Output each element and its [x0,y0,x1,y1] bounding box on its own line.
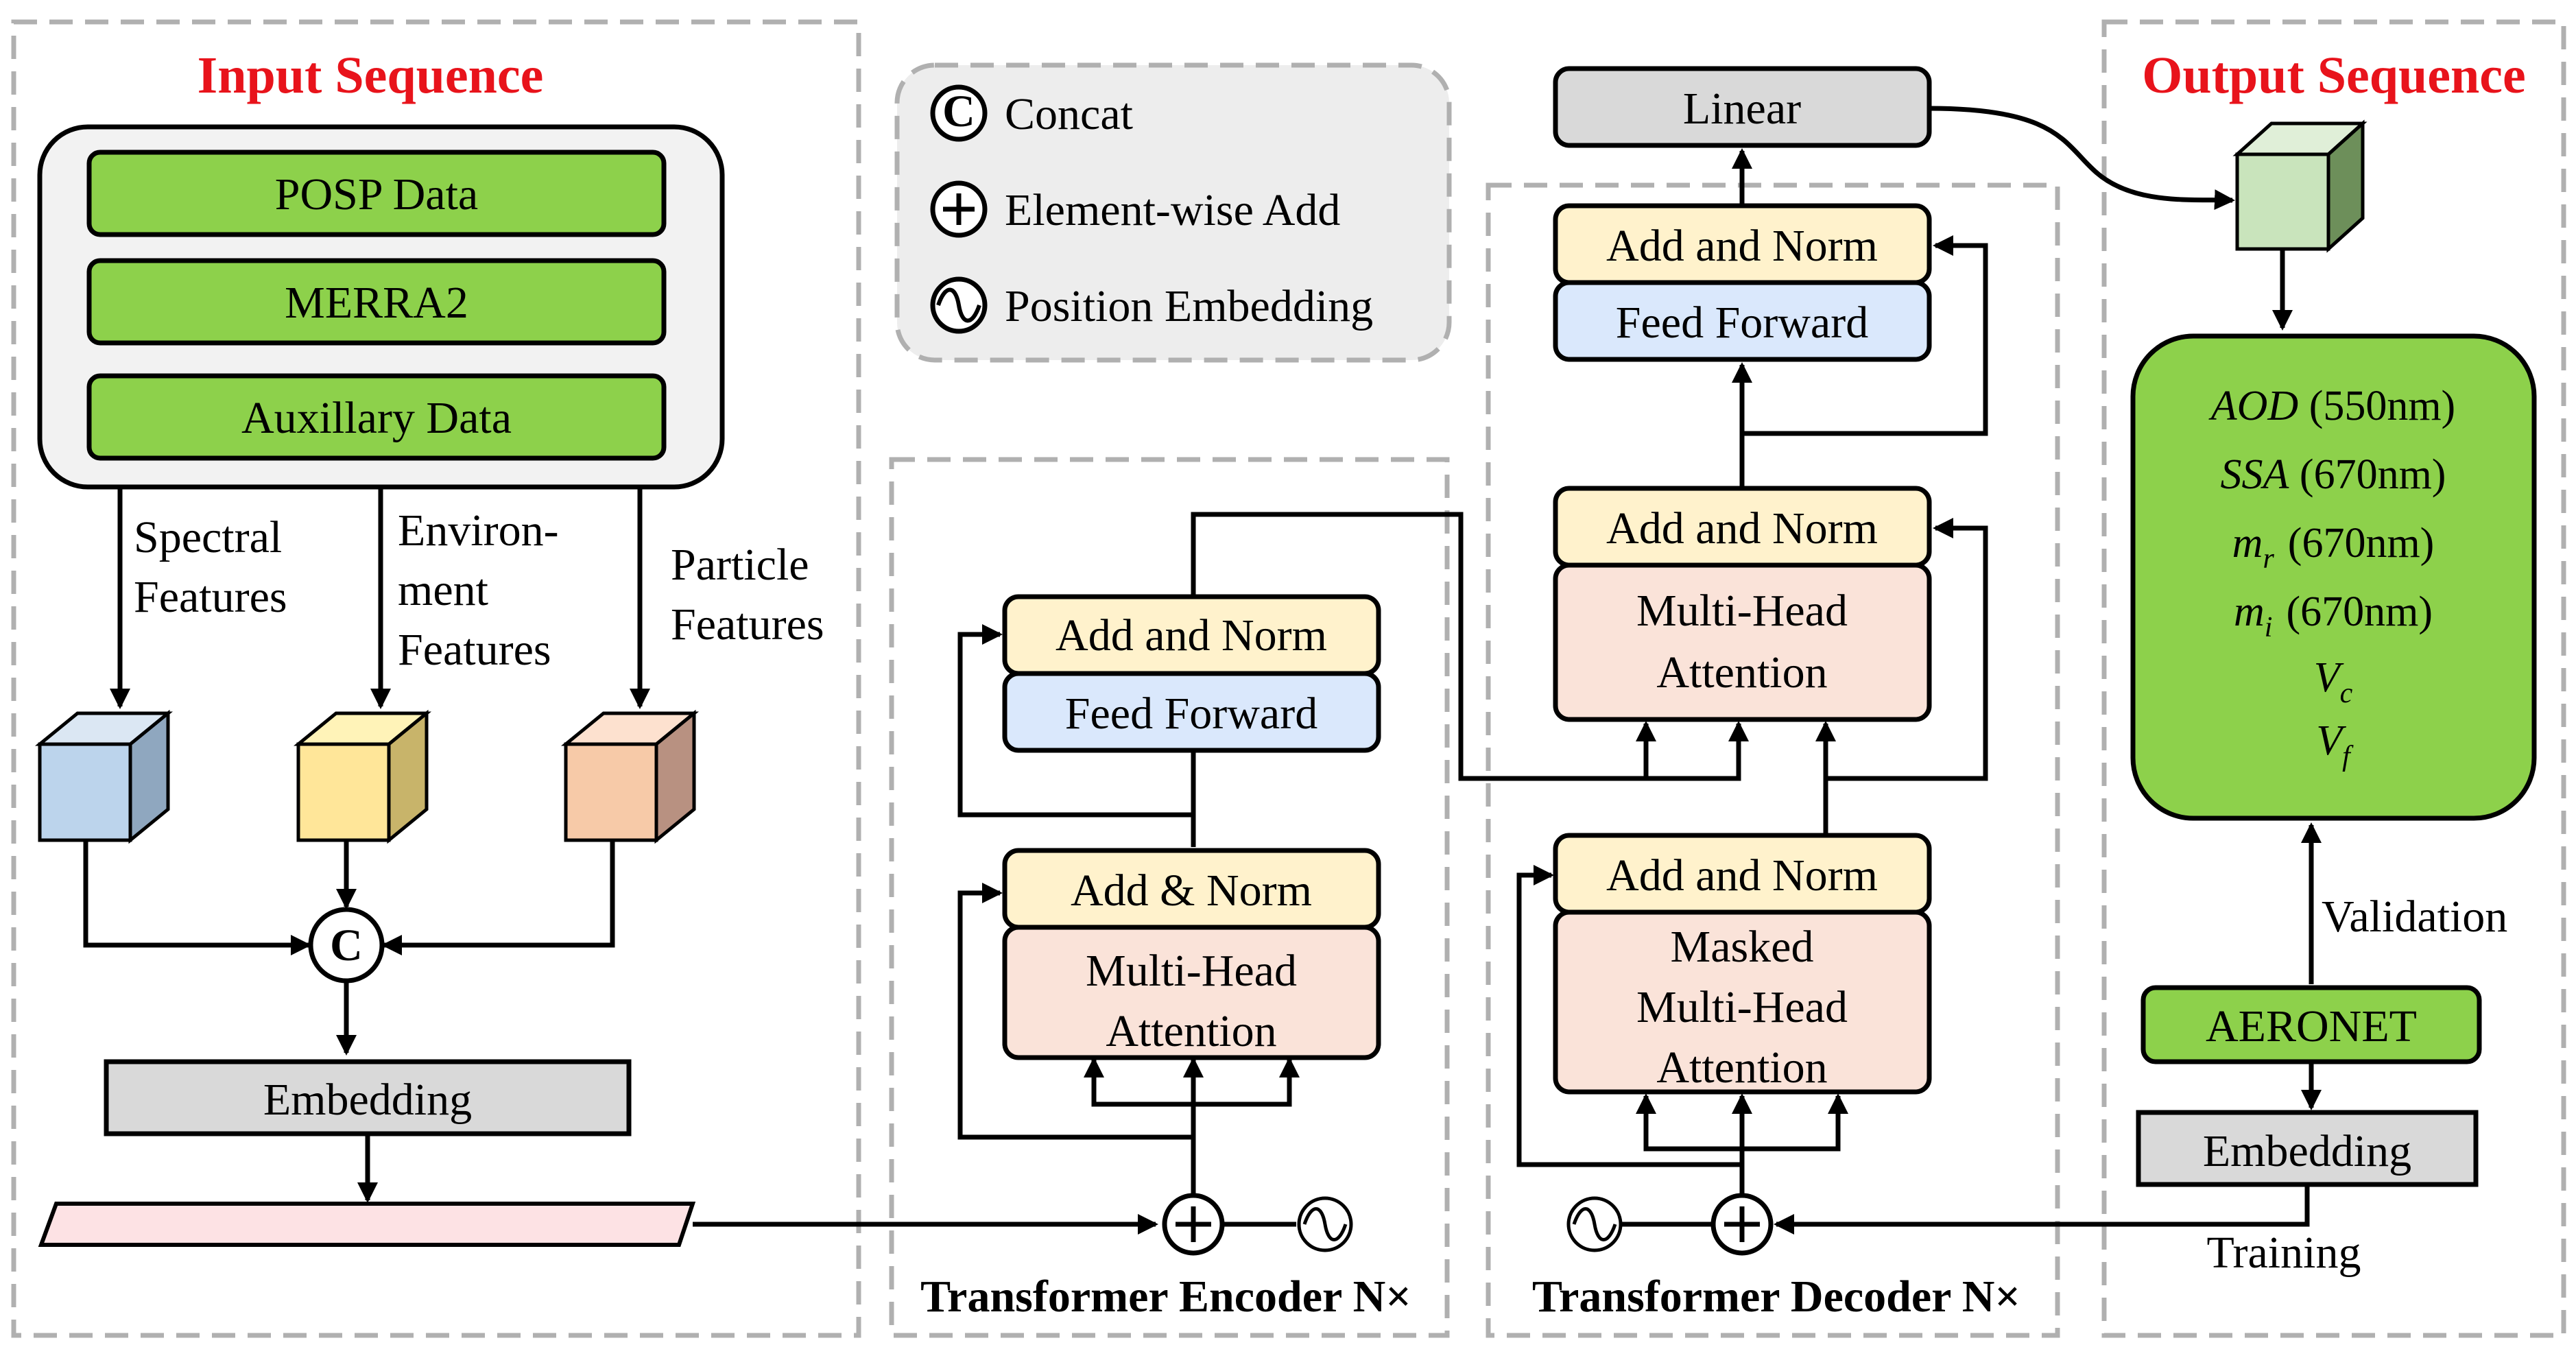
input-embedding-box: Embedding [104,1059,632,1136]
environment-features-label-3: Features [398,625,551,675]
output-panel-frame [2101,19,2566,1338]
aeronet-box: AERONET [2140,985,2482,1064]
decoder-cross-attention: Multi-Head Attention [1553,562,1932,722]
output-vc: Vc [2314,654,2353,709]
spectral-cube-icon [34,709,174,844]
encoder-position-embedding-icon [1297,1196,1353,1252]
data-source-auxillary: Auxillary Data [86,373,667,461]
svg-text:mi(670nm): mi(670nm) [2234,588,2433,643]
legend-box [894,62,1452,363]
environment-features-label: Environ- [398,505,559,556]
svg-text:MERRA2: MERRA2 [285,278,468,328]
encoder-multi-head-attention: Multi-Head Attention [1002,925,1381,1060]
svg-text:Linear: Linear [1683,84,1801,134]
encoder-add-norm-top: Add and Norm [1002,594,1381,676]
input-panel-frame [11,19,861,1338]
embedding-vector-bar [38,1202,696,1247]
svg-text:Attention: Attention [1656,1043,1827,1093]
svg-text:Multi-Head: Multi-Head [1086,946,1297,996]
encoder-feed-forward: Feed Forward [1002,671,1381,753]
decoder-masked-attention: Masked Multi-Head Attention [1553,909,1932,1095]
linear-to-output-connector [1929,106,2235,211]
svg-text:Concat: Concat [1005,89,1133,139]
data-source-merra2: MERRA2 [86,258,667,346]
output-aod: AOD (550nm) [2208,383,2455,429]
svg-text:C: C [942,86,975,136]
encoder-add-node [1162,1193,1225,1256]
svg-text:Auxillary Data: Auxillary Data [241,393,512,443]
spectral-features-label-2: Features [134,572,287,622]
svg-text:Masked: Masked [1671,922,1814,972]
spectral-features-label: Spectral [134,512,282,562]
environment-cube-icon [293,709,432,844]
svg-text:Feed Forward: Feed Forward [1065,689,1317,739]
svg-text:Vc: Vc [2314,654,2353,709]
decoder-position-embedding-icon [1566,1196,1623,1252]
training-label: Training [2207,1228,2361,1278]
decoder-feed-forward: Feed Forward [1553,280,1932,362]
svg-text:POSP Data: POSP Data [275,169,478,219]
legend-item-add: Element-wise Add [930,180,1340,238]
svg-text:Add and Norm: Add and Norm [1056,610,1327,660]
output-cube-icon [2232,119,2368,253]
concat-icon [930,84,988,142]
particle-features-label-2: Features [671,599,824,650]
svg-text:Attention: Attention [1656,647,1827,698]
particle-features-label: Particle [671,540,809,590]
decoder-add-norm-mid: Add and Norm [1553,486,1932,568]
svg-text:Embedding: Embedding [2203,1126,2411,1176]
svg-text:Attention: Attention [1106,1006,1276,1056]
output-mi: mi(670nm) [2234,588,2433,643]
decoder-title: Transformer Decoder N× [1532,1272,2020,1322]
concat-node: C [308,907,385,984]
output-variables-box [2130,333,2537,821]
output-panel-title: Output Sequence [2142,47,2526,104]
decoder-add-norm-top: Add and Norm [1553,203,1932,285]
decoder-add-node [1710,1193,1774,1256]
encoder-add-norm-bottom: Add & Norm [1002,848,1381,930]
legend-item-position: Position Embedding [930,276,1373,334]
svg-text:C: C [330,920,363,970]
decoder-panel-frame [1486,182,2060,1338]
data-source-posp: POSP Data [86,150,667,237]
decoder-linear-box: Linear [1553,66,1932,148]
validation-label: Validation [2322,892,2507,942]
decoder-add-norm-bottom: Add and Norm [1553,833,1932,915]
svg-text:Position Embedding: Position Embedding [1005,281,1373,331]
input-panel-title: Input Sequence [198,47,544,104]
svg-text:AERONET: AERONET [2206,1001,2417,1051]
svg-text:SSA (670nm): SSA (670nm) [2221,451,2446,498]
svg-text:Multi-Head: Multi-Head [1636,586,1848,636]
output-embedding-box: Embedding [2136,1110,2479,1187]
environment-features-label-2: ment [398,565,488,615]
svg-text:Add and Norm: Add and Norm [1606,850,1878,901]
svg-text:mr(670nm): mr(670nm) [2232,520,2435,575]
svg-text:Add and Norm: Add and Norm [1606,221,1878,271]
svg-text:Multi-Head: Multi-Head [1636,982,1848,1032]
encoder-title: Transformer Encoder N× [920,1272,1411,1322]
svg-text:Embedding: Embedding [263,1075,472,1125]
svg-text:Add and Norm: Add and Norm [1606,503,1878,553]
legend-item-concat: C Concat [930,84,1133,142]
svg-text:Feed Forward: Feed Forward [1616,298,1868,348]
particle-cube-icon [560,709,700,844]
svg-text:AOD (550nm): AOD (550nm) [2208,383,2455,429]
svg-text:Element-wise Add: Element-wise Add [1005,185,1340,235]
svg-text:Add & Norm: Add & Norm [1071,866,1312,916]
output-mr: mr(670nm) [2232,520,2435,575]
output-ssa: SSA (670nm) [2221,451,2446,498]
